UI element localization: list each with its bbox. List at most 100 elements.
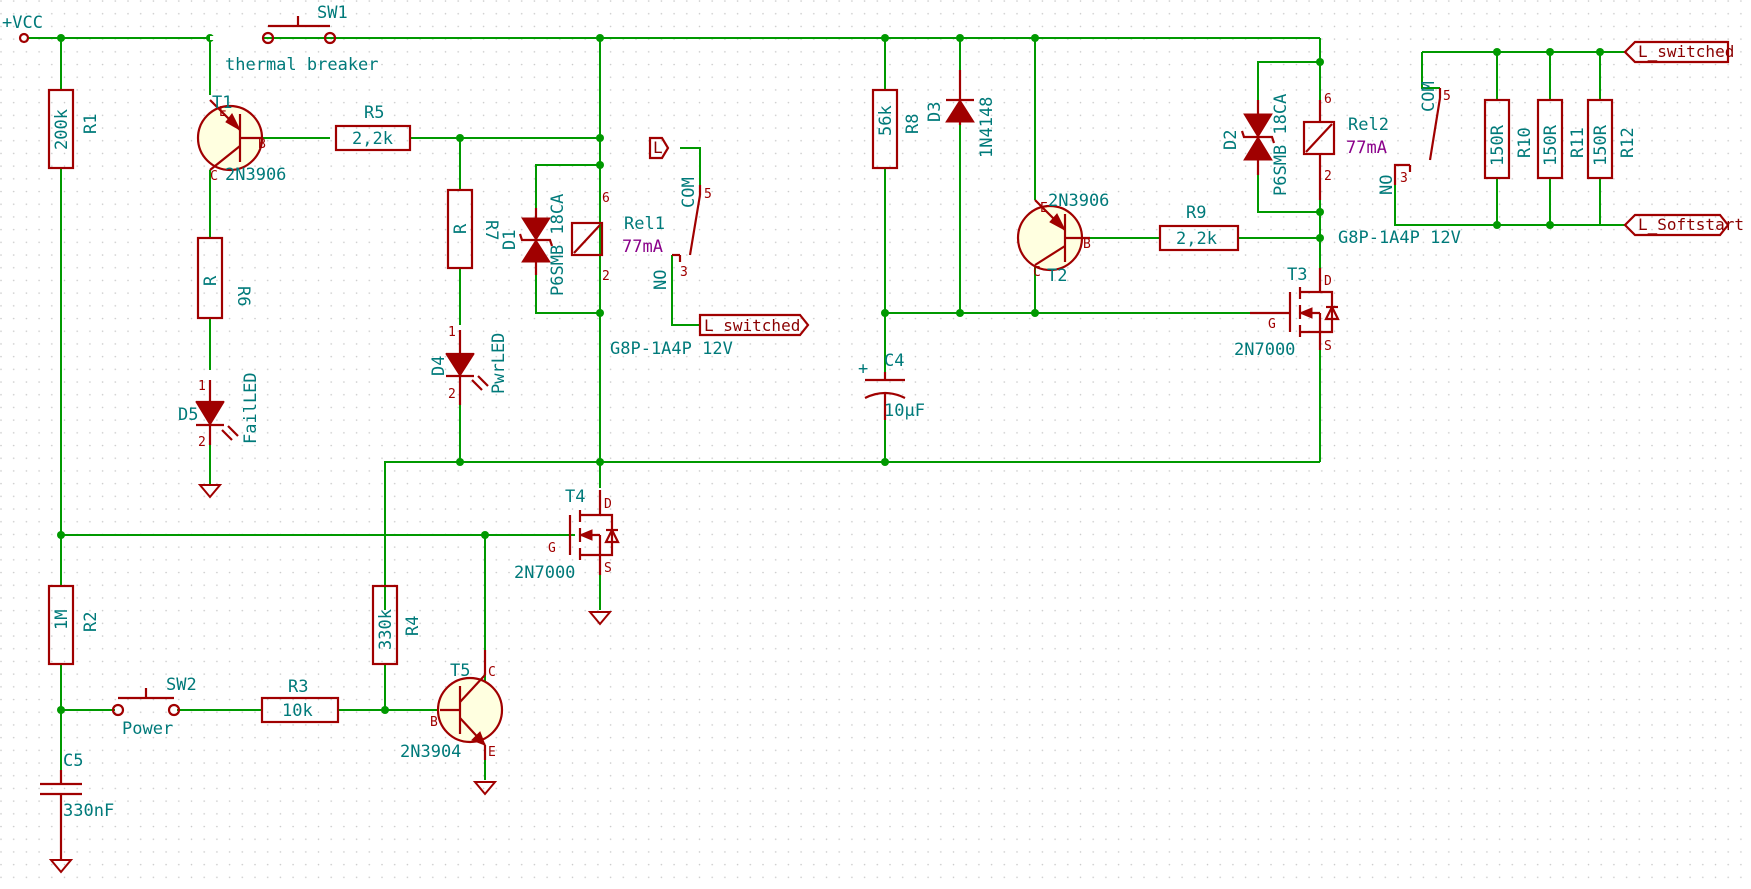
svg-text:G8P-1A4P 12V: G8P-1A4P 12V — [610, 339, 733, 359]
svg-text:B: B — [430, 715, 438, 730]
vcc-supply: +VCC — [2, 13, 43, 44]
svg-text:Power: Power — [122, 719, 173, 739]
svg-text:PwrLED: PwrLED — [489, 333, 509, 394]
resistor-r8: 56k R8 — [871, 88, 923, 170]
svg-text:1: 1 — [198, 379, 206, 394]
resistor-r4: 330k R4 — [371, 584, 423, 666]
svg-text:B: B — [1083, 237, 1091, 252]
svg-text:D5: D5 — [178, 405, 198, 425]
resistor-r6: R R6 — [196, 236, 253, 320]
svg-text:D3: D3 — [925, 102, 945, 122]
svg-text:Rel1: Rel1 — [624, 214, 665, 234]
svg-text:T2: T2 — [1047, 266, 1067, 286]
svg-text:D: D — [1324, 274, 1332, 289]
svg-text:2: 2 — [198, 435, 206, 450]
svg-text:E: E — [219, 105, 227, 120]
svg-text:NO: NO — [1377, 175, 1397, 195]
svg-text:D1: D1 — [500, 230, 520, 250]
svg-text:6: 6 — [1324, 92, 1332, 107]
svg-text:2: 2 — [602, 269, 610, 284]
svg-text:COM: COM — [679, 177, 699, 208]
svg-text:NO: NO — [651, 270, 671, 290]
svg-text:COM: COM — [1419, 81, 1439, 112]
svg-text:3: 3 — [1400, 171, 1408, 186]
svg-text:R10: R10 — [1515, 127, 1535, 158]
svg-text:330nF: 330nF — [63, 801, 114, 821]
resistor-r5: 2,2k R5 — [334, 103, 412, 152]
svg-text:56k: 56k — [876, 105, 896, 136]
svg-text:D4: D4 — [429, 356, 449, 376]
svg-text:1M: 1M — [52, 610, 72, 630]
svg-text:R4: R4 — [403, 616, 423, 636]
junction-dots — [57, 34, 1604, 714]
svg-text:L_Softstart: L_Softstart — [1638, 215, 1744, 234]
svg-text:2N7000: 2N7000 — [514, 563, 575, 583]
svg-text:R5: R5 — [364, 103, 384, 123]
svg-text:thermal breaker: thermal breaker — [225, 55, 379, 75]
global-label-l-softstart: L_Softstart — [1623, 213, 1744, 237]
resistor-r11: 150R R11 — [1536, 98, 1588, 180]
svg-text:R2: R2 — [81, 612, 101, 632]
svg-text:200k: 200k — [52, 109, 72, 150]
svg-text:2,2k: 2,2k — [352, 129, 393, 149]
led-d4: 1 2 D4 PwrLED — [429, 325, 509, 405]
svg-text:10µF: 10µF — [884, 401, 925, 421]
svg-text:1: 1 — [448, 325, 456, 340]
svg-text:P6SMB 18CA: P6SMB 18CA — [548, 194, 568, 296]
svg-text:3: 3 — [680, 265, 688, 280]
svg-text:C: C — [210, 169, 218, 184]
svg-text:R: R — [201, 275, 221, 286]
svg-text:R3: R3 — [288, 677, 308, 697]
capacitor-c5: C5 330nF — [40, 751, 114, 860]
svg-text:G8P-1A4P 12V: G8P-1A4P 12V — [1338, 228, 1461, 248]
svg-text:T1: T1 — [212, 93, 232, 113]
svg-text:D2: D2 — [1221, 130, 1241, 150]
svg-text:C4: C4 — [884, 351, 904, 371]
svg-text:C: C — [1033, 265, 1041, 280]
global-label-l-in: L — [648, 136, 670, 160]
ground-d5 — [197, 484, 223, 499]
diode-d3: D3 1N4148 — [925, 70, 997, 158]
svg-text:150R: 150R — [1591, 124, 1611, 166]
svg-text:6: 6 — [602, 191, 610, 206]
resistor-r12: 150R R12 — [1586, 98, 1638, 180]
svg-text:77mA: 77mA — [1346, 138, 1387, 158]
svg-text:R6: R6 — [233, 286, 253, 306]
svg-text:2N3906: 2N3906 — [1048, 191, 1109, 211]
ground-t4 — [587, 611, 613, 626]
svg-text:R9: R9 — [1186, 203, 1206, 223]
global-label-l-switched-2: L_switched — [1623, 40, 1734, 64]
switch-sw2: SW2 Power — [111, 675, 197, 739]
svg-text:C: C — [488, 665, 496, 680]
svg-text:R1: R1 — [81, 114, 101, 134]
svg-text:10k: 10k — [282, 701, 313, 721]
svg-text:R12: R12 — [1618, 127, 1638, 158]
svg-text:L: L — [653, 138, 663, 157]
svg-text:5: 5 — [1443, 89, 1451, 104]
svg-text:2N3906: 2N3906 — [225, 165, 286, 185]
svg-text:+: + — [858, 359, 868, 379]
svg-text:R: R — [451, 223, 471, 234]
resistor-r7: R R7 — [446, 188, 501, 270]
tvs-diode-d2: D2 P6SMB 18CA — [1221, 94, 1291, 196]
transistor-t1: T1 E B C 2N3906 — [196, 93, 286, 185]
capacitor-c4: + C4 10µF — [858, 351, 925, 421]
svg-text:G: G — [1268, 317, 1276, 332]
global-label-l-switched-1: L_switched — [698, 313, 810, 337]
svg-text:R8: R8 — [903, 114, 923, 134]
resistor-r10: 150R R10 — [1483, 98, 1535, 180]
svg-text:C5: C5 — [63, 751, 83, 771]
resistor-r3: 10k R3 — [260, 677, 340, 724]
svg-text:E: E — [488, 745, 496, 760]
svg-text:G: G — [548, 541, 556, 556]
svg-text:T4: T4 — [565, 487, 585, 507]
led-d5: 1 2 D5 FailLED — [178, 372, 261, 450]
transistor-t2: 2N3906 E B C T2 — [1016, 191, 1109, 286]
relay-rel1: 6 2 Rel1 77mA G8P-1A4P 12V 5 3 COM NO — [570, 177, 733, 359]
ground-c5 — [48, 859, 74, 874]
relay-rel2: 6 2 Rel2 77mA G8P-1A4P 12V 5 3 COM NO — [1302, 81, 1461, 248]
svg-text:T5: T5 — [450, 661, 470, 681]
resistor-r1: 200k R1 — [47, 88, 101, 170]
